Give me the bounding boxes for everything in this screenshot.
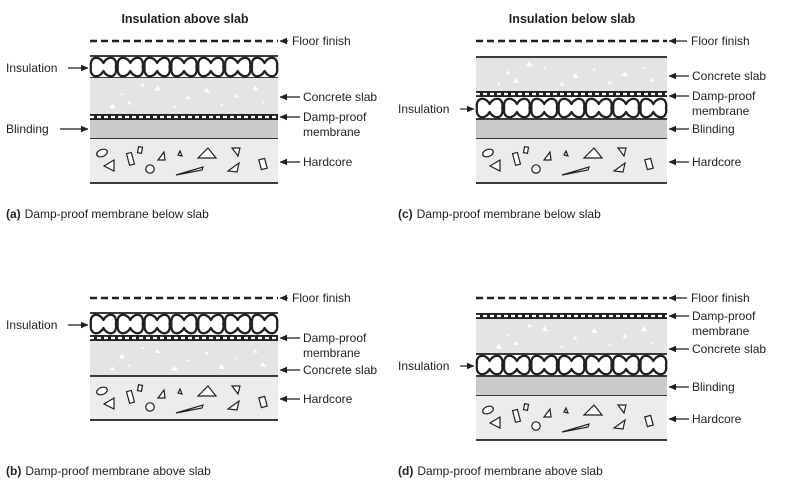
- damp-proof-membrane-layer: [90, 114, 278, 120]
- label-insulation: Insulation: [398, 359, 449, 373]
- blinding-layer: [90, 120, 278, 140]
- panel-a: Floor finish Insulation Concrete slab Da…: [6, 34, 377, 221]
- label-membrane: membrane: [303, 125, 361, 139]
- label-insulation: Insulation: [6, 61, 57, 75]
- panel-d: Floor finish Damp-proof membrane Concret…: [398, 291, 766, 478]
- label-insulation: Insulation: [398, 102, 449, 116]
- concrete-slab-layer: [476, 56, 667, 91]
- label-membrane: membrane: [692, 104, 750, 118]
- label-blinding: Blinding: [692, 122, 735, 136]
- heading-insulation-below-slab: Insulation below slab: [509, 12, 636, 26]
- label-concrete-slab: Concrete slab: [692, 69, 766, 83]
- panel-b: Floor finish Insulation Damp-proof membr…: [6, 291, 377, 478]
- hardcore-aggregate: [96, 384, 268, 414]
- caption-d: (d) Damp-proof membrane above slab: [398, 464, 603, 478]
- hardcore-aggregate: [96, 146, 268, 176]
- caption-d-text: Damp-proof membrane above slab: [417, 464, 603, 478]
- caption-c-text: Damp-proof membrane below slab: [417, 207, 601, 221]
- damp-proof-membrane-layer: [476, 313, 667, 319]
- concrete-slab-layer: [90, 78, 278, 114]
- concrete-texture: [109, 82, 265, 109]
- hardcore-layer: [90, 377, 278, 421]
- caption-c-letter: (c): [398, 207, 413, 221]
- caption-c: (c) Damp-proof membrane below slab: [398, 207, 601, 221]
- hardcore-layer: [476, 396, 667, 441]
- label-membrane: membrane: [303, 346, 361, 360]
- label-concrete-slab: Concrete slab: [692, 342, 766, 356]
- damp-proof-membrane-layer: [90, 335, 278, 341]
- panel-c: Floor finish Concrete slab Damp-proof me…: [398, 34, 766, 221]
- concrete-slab-layer: [476, 319, 667, 354]
- insulation-coils: [89, 313, 279, 335]
- label-damp-proof: Damp-proof: [692, 89, 756, 103]
- hardcore-layer: [476, 139, 667, 184]
- hardcore-aggregate: [482, 403, 654, 433]
- label-floor-finish: Floor finish: [292, 291, 351, 305]
- insulation-coils: [475, 354, 668, 376]
- caption-a-text: Damp-proof membrane below slab: [25, 207, 209, 221]
- hardcore-layer: [90, 139, 278, 184]
- label-floor-finish: Floor finish: [292, 34, 351, 48]
- label-damp-proof: Damp-proof: [303, 331, 367, 345]
- label-damp-proof: Damp-proof: [303, 110, 367, 124]
- label-hardcore: Hardcore: [692, 155, 742, 169]
- insulation-layer: [475, 353, 668, 377]
- insulation-coils: [475, 97, 668, 119]
- label-concrete-slab: Concrete slab: [303, 90, 377, 104]
- insulation-layer: [475, 97, 668, 120]
- caption-b-text: Damp-proof membrane above slab: [25, 464, 211, 478]
- caption-a: (a) Damp-proof membrane below slab: [6, 207, 209, 221]
- caption-a-letter: (a): [6, 207, 21, 221]
- concrete-texture: [110, 346, 267, 371]
- concrete-slab-layer: [90, 341, 278, 377]
- heading-insulation-above-slab: Insulation above slab: [121, 12, 248, 26]
- insulation-coils: [89, 56, 279, 78]
- label-floor-finish: Floor finish: [691, 34, 750, 48]
- concrete-texture: [495, 323, 654, 349]
- label-blinding: Blinding: [6, 122, 49, 136]
- caption-b-letter: (b): [6, 464, 21, 478]
- label-damp-proof: Damp-proof: [692, 309, 756, 323]
- damp-proof-membrane-layer: [476, 91, 667, 97]
- label-membrane: membrane: [692, 324, 750, 338]
- concrete-texture: [497, 61, 655, 86]
- hardcore-aggregate: [482, 146, 654, 176]
- label-hardcore: Hardcore: [692, 412, 742, 426]
- blinding-layer: [476, 377, 667, 397]
- caption-b: (b) Damp-proof membrane above slab: [6, 464, 211, 478]
- label-insulation: Insulation: [6, 318, 57, 332]
- insulation-layer: [89, 312, 279, 335]
- label-hardcore: Hardcore: [303, 155, 353, 169]
- label-hardcore: Hardcore: [303, 392, 353, 406]
- label-concrete-slab: Concrete slab: [303, 363, 377, 377]
- blinding-layer: [476, 120, 667, 140]
- label-floor-finish: Floor finish: [691, 291, 750, 305]
- label-blinding: Blinding: [692, 380, 735, 394]
- insulation-layer: [89, 55, 279, 79]
- caption-d-letter: (d): [398, 464, 413, 478]
